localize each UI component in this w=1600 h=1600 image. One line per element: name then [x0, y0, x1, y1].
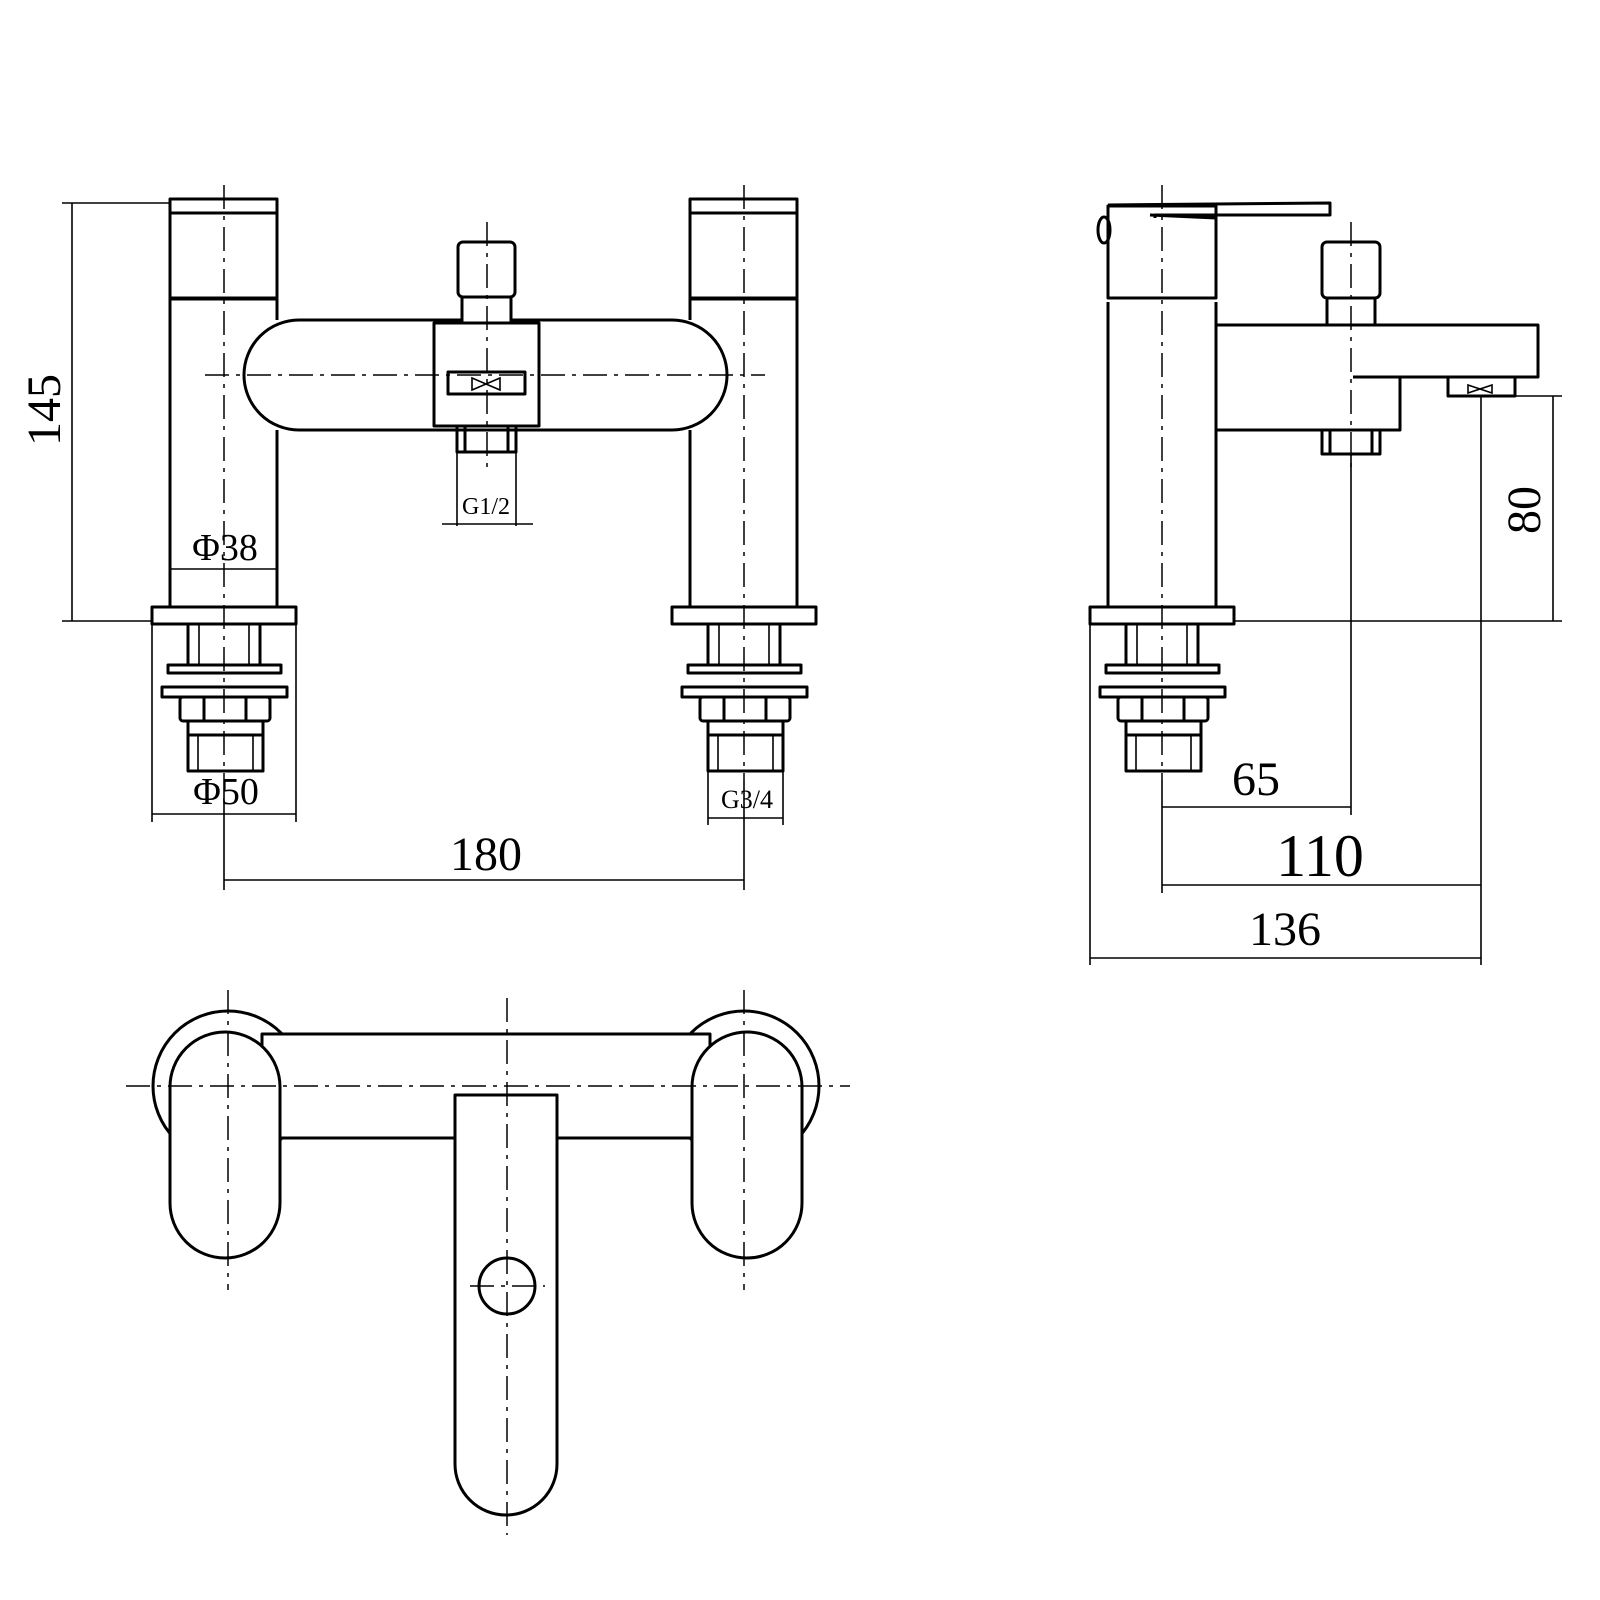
top-left-handle: [168, 1030, 282, 1260]
front-centre-lines: [205, 185, 765, 780]
side-centre-lines: [1161, 185, 1352, 780]
side-view: 80 65 110 136: [1088, 185, 1562, 965]
dim-body-diameter: Φ38: [170, 527, 277, 570]
dim-centres-180: 180: [223, 780, 745, 890]
dim-shower-thread: G1/2: [442, 452, 533, 526]
side-spout: [1216, 323, 1540, 432]
top-spout: [453, 1093, 559, 1517]
right-pillar: [688, 197, 799, 607]
dim-145-text: 145: [18, 374, 71, 446]
dim-g12-text: G1/2: [462, 494, 510, 520]
dim-spout-height-80: 80: [1234, 395, 1562, 622]
dim-base-diameter: Φ50: [151, 624, 297, 822]
dim-80-text: 80: [1498, 486, 1551, 534]
dim-overall-136: 136: [1089, 624, 1481, 965]
dim-spout-110: 110: [1161, 396, 1482, 965]
top-view: [126, 990, 850, 1535]
dim-handle-65: 65: [1162, 454, 1352, 815]
dim-inlet-thread: G3/4: [707, 771, 784, 825]
side-lever: [1096, 201, 1332, 298]
front-view: 145 Φ38 G1/2 Φ50 G3/4: [18, 185, 818, 890]
dim-phi50-text: Φ50: [193, 771, 259, 813]
dim-phi38-text: Φ38: [192, 527, 258, 569]
dim-g34-text: G3/4: [721, 785, 773, 814]
dim-180-text: 180: [450, 828, 522, 881]
dim-65-text: 65: [1232, 753, 1280, 806]
top-centre-lines: [126, 990, 850, 1535]
dim-height-145: 145: [18, 202, 170, 622]
dim-136-text: 136: [1249, 903, 1321, 956]
top-right-handle: [690, 1030, 804, 1260]
dim-110-text: 110: [1276, 823, 1364, 889]
